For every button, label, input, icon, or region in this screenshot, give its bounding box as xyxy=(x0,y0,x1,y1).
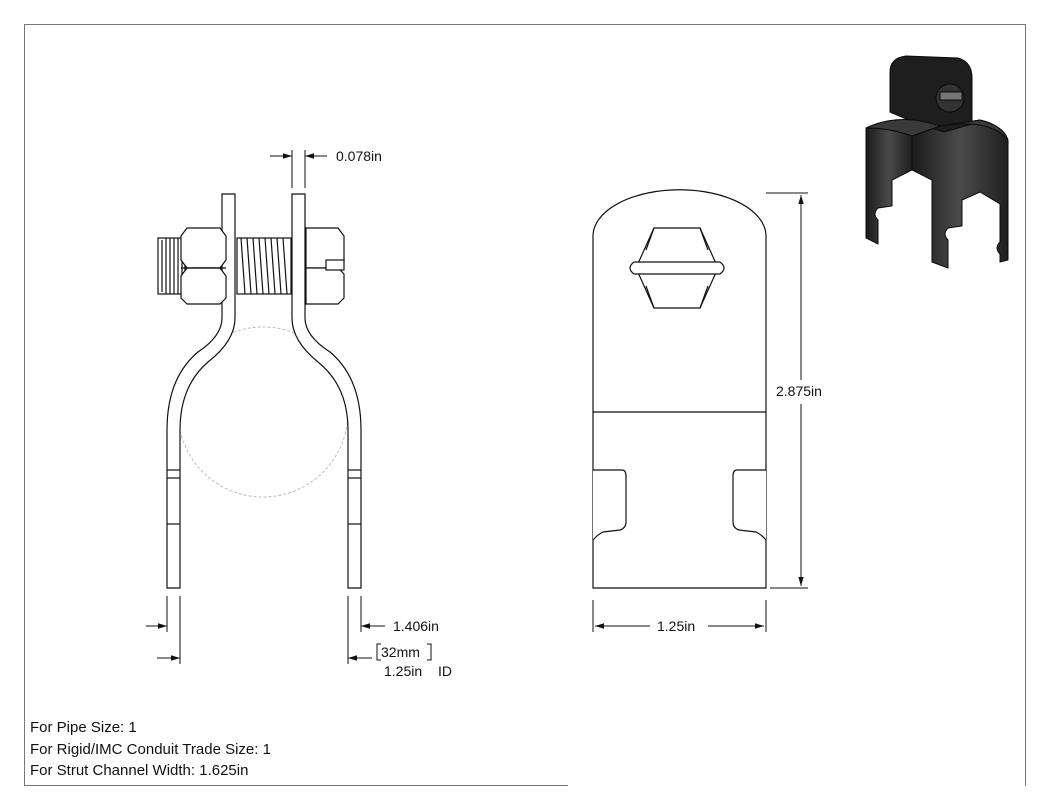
bolt-thread-middle xyxy=(236,237,292,295)
side-bolt-slot xyxy=(629,261,725,275)
side-profile xyxy=(592,189,767,589)
drawing-frame-bottom-edge xyxy=(24,785,568,786)
side-view-dimensions xyxy=(592,192,808,632)
drawing-frame xyxy=(24,24,1026,786)
gap-dimension-label: 0.078in xyxy=(336,148,382,164)
notes-block: For Pipe Size: 1 For Rigid/IMC Conduit T… xyxy=(30,717,271,782)
left-strap xyxy=(166,193,236,589)
conduit-size-note: For Rigid/IMC Conduit Trade Size: 1 xyxy=(30,740,271,758)
inner-diameter-metric-label: 32mm xyxy=(381,644,420,660)
outer-width-dimension-label: 1.406in xyxy=(393,618,439,634)
bolt-head xyxy=(305,227,345,305)
nut-left xyxy=(180,227,227,305)
isometric-view xyxy=(865,55,1009,269)
width-dimension-label: 1.25in xyxy=(657,618,695,634)
height-dimension-label: 2.875in xyxy=(776,383,822,399)
inner-diameter-suffix: ID xyxy=(438,663,452,679)
inner-diameter-imperial-label: 1.25in xyxy=(384,663,422,679)
side-view xyxy=(592,189,767,589)
front-view xyxy=(157,193,362,589)
strut-width-note: For Strut Channel Width: 1.625in xyxy=(30,762,249,779)
right-strap xyxy=(291,193,362,589)
pipe-size-note: For Pipe Size: 1 xyxy=(30,719,137,736)
front-view-dimensions xyxy=(146,150,432,664)
